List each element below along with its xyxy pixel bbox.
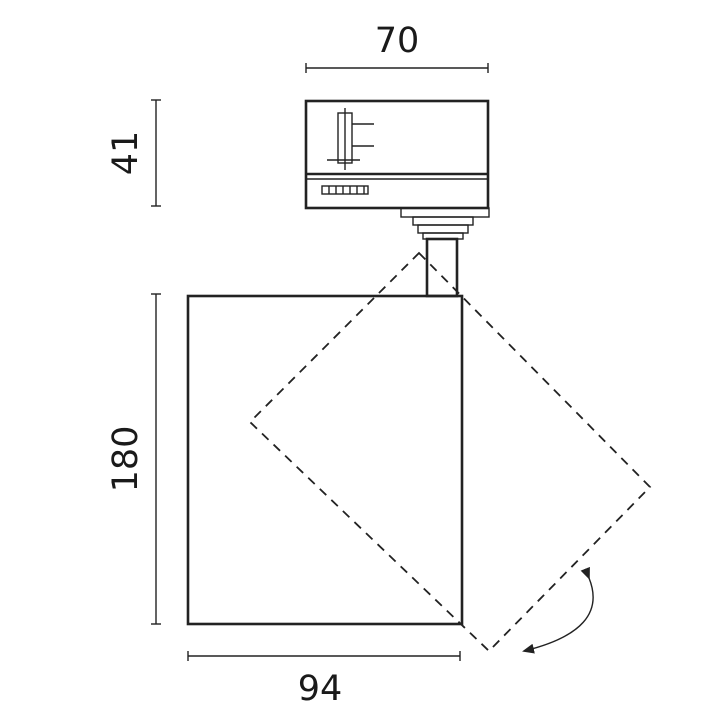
connector-stem <box>400 207 490 298</box>
connector-plate <box>400 207 490 218</box>
spot-head-rotated-outline <box>248 251 652 653</box>
dimension-label-41: 41 <box>106 131 146 176</box>
track-adapter <box>304 99 490 210</box>
spot-head <box>186 294 464 626</box>
dimension-label-70: 70 <box>375 21 420 61</box>
rotation-arrow-icon <box>522 566 594 654</box>
dimension-label-180: 180 <box>106 426 146 493</box>
connector-ring <box>417 224 469 234</box>
dimension-label-94: 94 <box>298 669 343 709</box>
dimension-height-41: 41 <box>106 99 161 207</box>
dimension-width-94: 94 <box>187 651 461 709</box>
dimension-height-180: 180 <box>106 293 161 625</box>
connector-flange <box>412 216 474 226</box>
slot-strip <box>321 185 369 195</box>
adapter-housing <box>304 99 490 210</box>
dimension-width-70: 70 <box>305 21 489 73</box>
